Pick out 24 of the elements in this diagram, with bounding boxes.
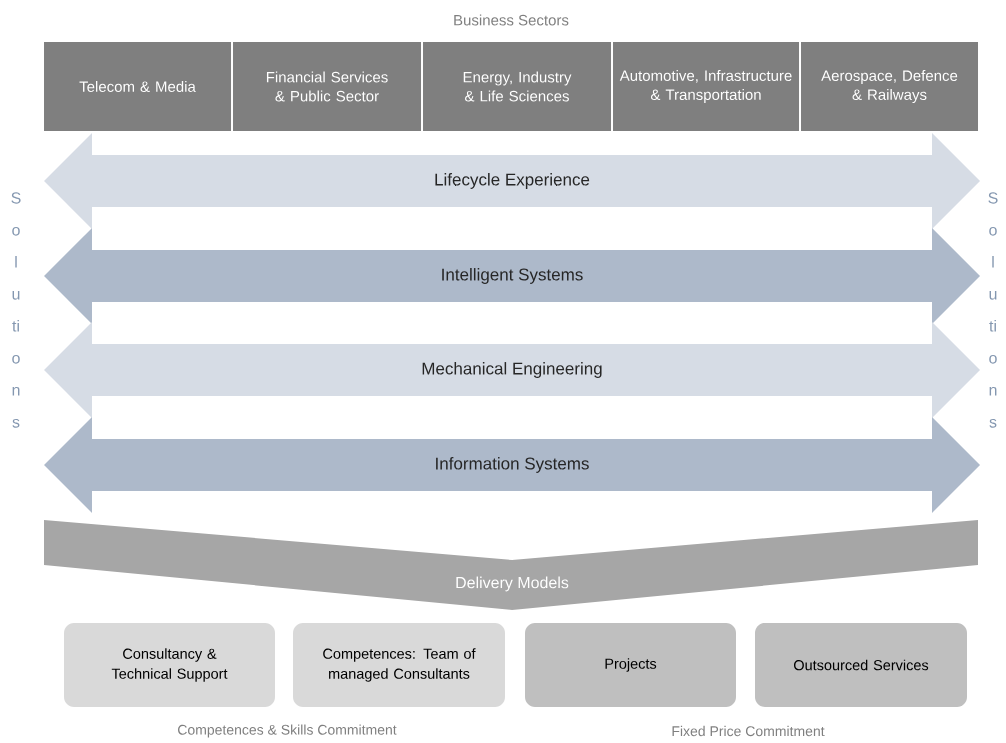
double-arrow-band: Intelligent Systems (44, 228, 980, 324)
sector-box: Energy, Industry & Life Sciences (423, 42, 611, 131)
node-label: Automotive, Infrastructure & Transportation (619, 70, 792, 103)
vertical-label: Solutions (988, 192, 998, 428)
node-label: Energy, Industry & Life Sciences (463, 71, 572, 102)
commitment-label: Competences & Skills Commitment (178, 724, 397, 738)
node-label: Financial Services & Public Sector (266, 71, 388, 102)
chevron-band: Delivery Models (44, 520, 978, 610)
delivery-box: Consultancy & Technical Support (64, 623, 275, 707)
delivery-box: Outsourced Services (755, 623, 967, 707)
delivery-box: Competences: Team of managed Consultants (293, 623, 505, 707)
double-arrow-band: Information Systems (44, 417, 980, 513)
sector-box: Aerospace, Defence & Railways (801, 42, 978, 131)
node-label: Telecom & Media (79, 80, 196, 92)
vertical-label: Solutions (11, 192, 21, 428)
sector-box: Financial Services & Public Sector (233, 42, 421, 131)
sector-box: Automotive, Infrastructure & Transportation (613, 42, 799, 131)
node-label: Aerospace, Defence & Railways (821, 70, 958, 103)
double-arrow-band: Lifecycle Experience (44, 133, 980, 229)
commitment-label: Fixed Price Commitment (672, 725, 825, 737)
double-arrow-band: Mechanical Engineering (44, 322, 980, 418)
heading: Business Sectors (454, 14, 569, 26)
delivery-box: Projects (525, 623, 736, 707)
sector-box: Telecom & Media (44, 42, 231, 131)
